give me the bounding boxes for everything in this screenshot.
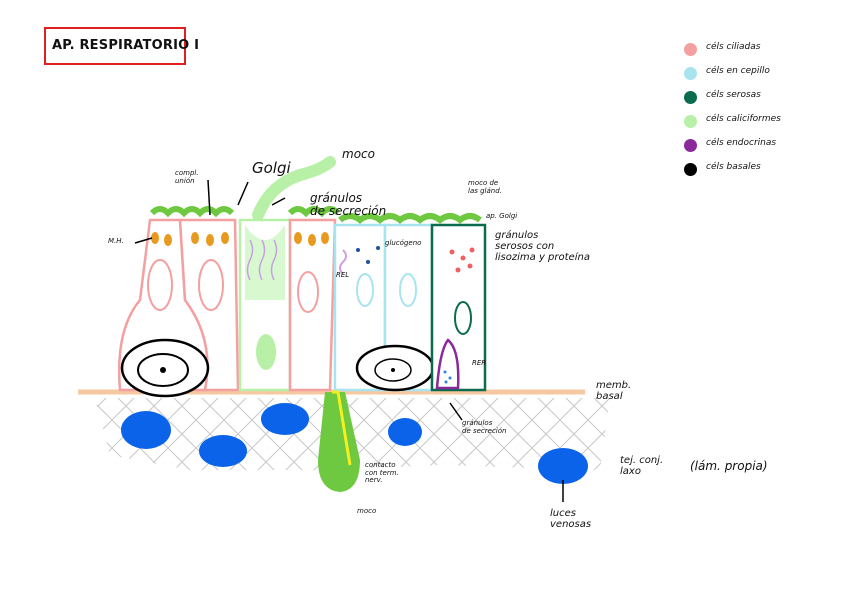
legend: céls ciliadas céls en cepillo céls seros… (684, 40, 834, 184)
label-glycogen: glucógeno (385, 239, 422, 247)
legend-item: céls en cepillo (684, 64, 834, 88)
legend-swatch (684, 139, 697, 152)
nucleus (137, 353, 189, 387)
cilia (338, 213, 482, 224)
venous-lumen (199, 435, 247, 467)
mitochondria (308, 234, 316, 246)
pointer-line (449, 402, 463, 421)
serous-granule (449, 249, 455, 255)
cilia (149, 206, 235, 218)
legend-swatch (684, 91, 697, 104)
pointer-line (207, 179, 211, 216)
label-junction-complex: compl. unión (175, 169, 199, 185)
nucleolus (160, 367, 166, 373)
venous-lumen (121, 411, 171, 449)
label-basement-membrane: memb. basal (596, 380, 632, 402)
secretion-granule (448, 376, 452, 380)
legend-item: céls ciliadas (684, 40, 834, 64)
label-golgi-apparatus: ap. Golgi (486, 212, 518, 220)
legend-item: céls serosas (684, 88, 834, 112)
glycogen (376, 246, 380, 250)
secretion-granule (444, 380, 448, 384)
venous-lumen (261, 403, 309, 435)
label-gland-mucus: moco de las glánd. (468, 179, 502, 195)
nucleus (198, 259, 224, 311)
serous-granule (467, 263, 473, 269)
nucleus (356, 273, 374, 307)
label-lamina-propria: (lám. propia) (690, 459, 768, 473)
pointer-line (134, 237, 153, 244)
label-mucus-bottom: moco (357, 507, 377, 515)
nerve-contact (318, 392, 360, 492)
mitochondria (294, 232, 302, 244)
nucleus (399, 273, 417, 307)
label-rer: RER (472, 359, 487, 367)
serous-granule (460, 255, 466, 261)
legend-swatch (684, 115, 697, 128)
title-box: AP. RESPIRATORIO I (44, 27, 199, 65)
label-serous-granules: gránulos serosos con lisozima y proteína (495, 230, 590, 263)
legend-label: céls endocrinas (706, 138, 777, 148)
venous-lumen (538, 448, 588, 484)
label-secretion-granules-bottom: gránulos de secreción (462, 419, 507, 435)
legend-label: céls serosas (706, 90, 761, 100)
mitochondria (191, 232, 199, 244)
cilia (287, 206, 341, 218)
nucleus (374, 358, 412, 382)
glycogen (366, 260, 370, 264)
nerve-terminal (332, 390, 352, 466)
endocrine-cell (435, 338, 460, 390)
golgi-apparatus (246, 239, 278, 281)
label-nerve-contact: contacto con term. nerv. (365, 461, 399, 485)
legend-item: céls caliciformes (684, 112, 834, 136)
legend-swatch (684, 163, 697, 176)
legend-item: céls basales (684, 160, 834, 184)
mitochondria (151, 232, 159, 244)
label-connective-tissue: tej. conj. laxo (620, 455, 664, 477)
legend-label: céls ciliadas (706, 42, 761, 52)
mitochondria (321, 232, 329, 244)
glycogen (356, 248, 360, 252)
venous-lumen (388, 418, 422, 446)
label-rel: REL (336, 271, 350, 279)
basal-cell (355, 344, 435, 392)
label-golgi: Golgi (252, 159, 291, 177)
nucleus (256, 334, 276, 370)
label-venous-lumens: luces venosas (550, 508, 592, 530)
smooth-er (339, 249, 347, 275)
legend-label: céls caliciformes (706, 114, 781, 124)
ciliated-cell (178, 218, 240, 392)
secretion-granule (443, 370, 447, 374)
pointer-line (271, 197, 286, 206)
serous-granule (455, 267, 461, 273)
mitochondria (221, 232, 229, 244)
label-mucus-top: moco (342, 147, 375, 161)
mitochondria (164, 234, 172, 246)
serous-granule (469, 247, 475, 253)
legend-swatch (684, 67, 697, 80)
nucleus (454, 301, 472, 335)
label-mitochondria: M.H. (108, 237, 124, 245)
mucus-release (252, 156, 336, 221)
nucleolus (391, 368, 395, 372)
nucleus (147, 259, 173, 311)
ciliated-cell (288, 218, 337, 392)
legend-label: céls en cepillo (706, 66, 770, 76)
label-secretion-granules-top: gránulos de secreción (310, 191, 387, 219)
page-title: AP. RESPIRATORIO I (52, 38, 200, 53)
nucleus (297, 271, 319, 313)
pointer-line (237, 181, 249, 206)
mitochondria (206, 234, 214, 246)
legend-label: céls basales (706, 162, 761, 172)
legend-swatch (684, 43, 697, 56)
legend-item: céls endocrinas (684, 136, 834, 160)
